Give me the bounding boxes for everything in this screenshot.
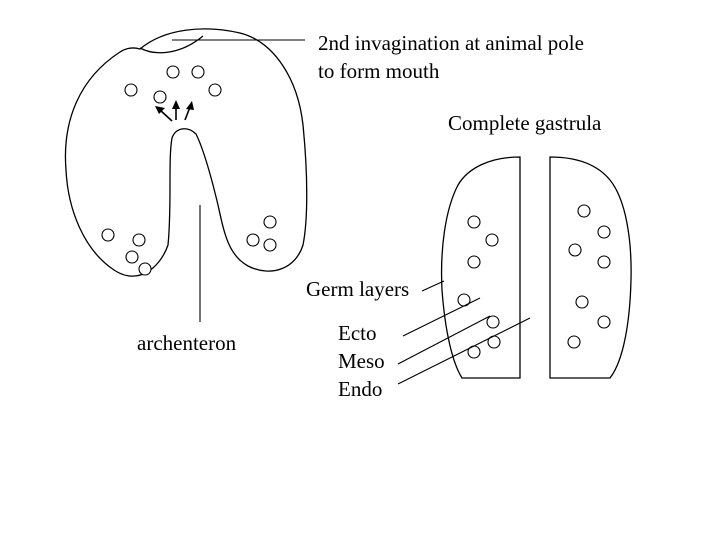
complete-gastrula-left-half [440, 156, 521, 379]
arrow-left [155, 106, 173, 122]
early-gastrula-cells [101, 65, 277, 276]
label-meso: Meso [338, 349, 385, 373]
cell [467, 255, 481, 269]
cell [568, 243, 582, 257]
cell [191, 65, 205, 79]
arrow-center [172, 100, 180, 120]
label-ecto: Ecto [338, 321, 376, 345]
label-endo: Endo [338, 377, 382, 401]
meso-leader-line [397, 315, 491, 365]
ecto-leader-line [402, 297, 481, 337]
cell [263, 215, 277, 229]
animal-pole-invagination [139, 35, 204, 54]
cell [597, 315, 611, 329]
cell [486, 315, 500, 329]
arrow-right [184, 101, 194, 121]
label-archenteron: archenteron [137, 331, 237, 355]
cell [208, 83, 222, 97]
cell [138, 262, 152, 276]
endo-leader-line [397, 317, 531, 385]
cell [597, 225, 611, 239]
cell [567, 335, 581, 349]
cell [577, 204, 591, 218]
germ-layers-leader-line [421, 280, 445, 292]
cell [125, 250, 139, 264]
label-mouth-line1: 2nd invagination at animal pole [318, 31, 584, 55]
complete-gastrula-right-half [549, 156, 632, 379]
cell [101, 228, 115, 242]
label-mouth-line2: to form mouth [318, 59, 440, 83]
cell [153, 90, 167, 104]
cell [485, 233, 499, 247]
early-gastrula-outline [64, 28, 308, 277]
cell [132, 233, 146, 247]
cell [575, 295, 589, 309]
cell [246, 233, 260, 247]
label-germ-layers: Germ layers [306, 277, 409, 301]
cell [124, 83, 138, 97]
cell [263, 238, 277, 252]
cell [467, 215, 481, 229]
complete-gastrula-cells [457, 204, 611, 359]
label-complete-gastrula: Complete gastrula [448, 111, 602, 135]
cell [597, 255, 611, 269]
cell [166, 65, 180, 79]
